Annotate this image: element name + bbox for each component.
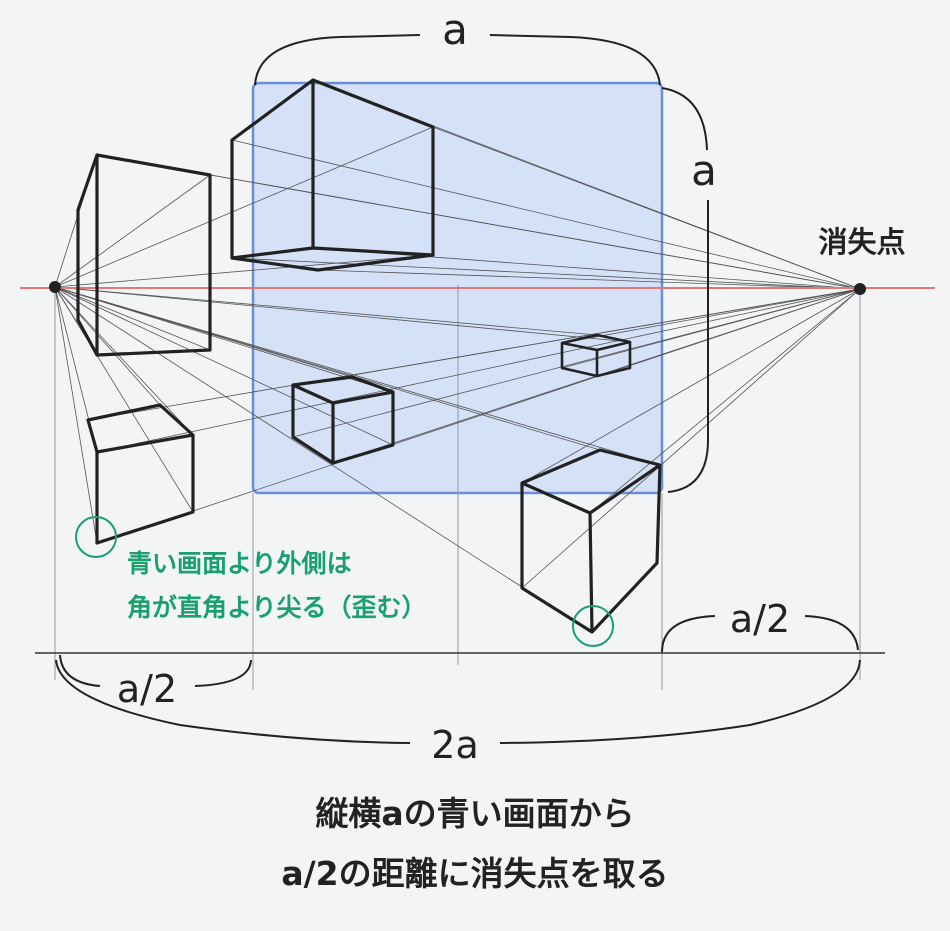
convergence-line [561,288,861,344]
convergence-line [54,286,211,351]
convergence-lines [54,79,861,633]
convergence-line [589,288,861,514]
convergence-line [96,288,861,453]
note-line-1: 青い画面より外側は [127,549,352,578]
convergence-line [54,286,601,451]
convergence-line [54,126,434,288]
bracket-total [55,659,861,744]
bracket-top-a [254,34,661,86]
box-left-large [76,153,212,357]
vanishing-point-right [854,283,866,295]
distortion-circle-right [572,605,614,647]
box-lower-left [86,403,195,545]
note-line-2: 角が直角より尖る（歪む） [127,593,427,622]
convergence-line [96,154,861,290]
label-right-a: a [691,146,717,195]
box-top [230,78,435,272]
bracket-right-a [661,87,709,493]
convergence-line [231,257,861,290]
box-bottom-right [520,448,662,634]
distortion-circle-left [75,516,117,558]
convergence-line [561,288,861,369]
convergence-line [317,269,861,290]
vanishing-point-left [49,281,61,293]
label-right-half: a/2 [730,597,790,641]
caption-line-2: a/2の距離に消失点を取る [281,854,668,893]
convergence-line [87,288,861,421]
convergence-line [54,286,98,544]
convergence-line [54,286,394,446]
bracket-right-half [661,615,859,653]
convergence-line [432,126,861,290]
box-small-right [560,333,632,378]
convergence-line [54,286,593,633]
convergence-line [521,288,861,484]
convergence-line [54,286,631,343]
convergence-line [54,286,194,513]
bracket-left-half [59,654,252,687]
convergence-line [231,139,861,290]
convergence-line [54,286,661,466]
convergence-line [96,288,861,544]
label-left-half: a/2 [117,667,177,711]
label-vanishing-point: 消失点 [818,225,905,259]
convergence-line [54,286,598,336]
convergence-line [54,286,394,393]
label-total: 2a [431,723,478,767]
convergence-line [54,286,161,406]
convergence-line [521,288,861,589]
convergence-line [54,254,434,288]
caption-line-1: 縦横aの青い画面から [315,794,634,833]
vertical-guides [54,285,861,690]
convergence-line [54,174,211,288]
label-top-a: a [442,5,468,54]
box-middle [291,375,395,465]
